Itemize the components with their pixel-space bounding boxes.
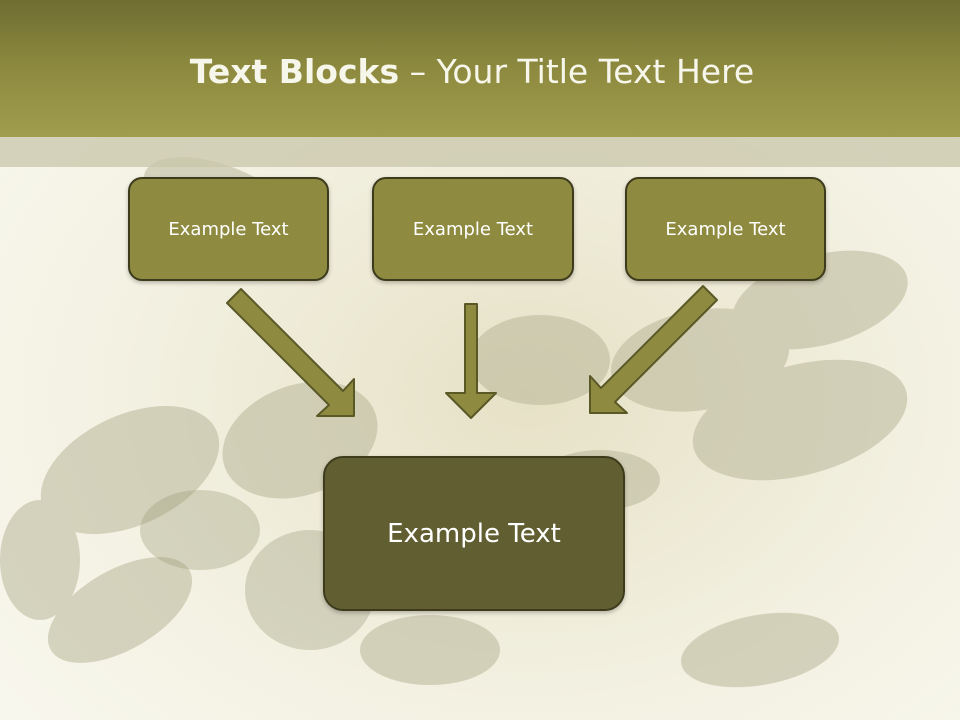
title-rest: Your Title Text Here <box>436 52 755 91</box>
text-block-2-label: Example Text <box>412 218 534 240</box>
slide-title: Text Blocks – Your Title Text Here <box>0 52 944 91</box>
main-text-block[interactable]: Example Text <box>323 456 625 611</box>
text-block-2[interactable]: Example Text <box>372 177 574 281</box>
arrow-right <box>589 285 718 414</box>
title-separator: – <box>399 52 437 91</box>
title-bar: Text Blocks – Your Title Text Here <box>0 0 960 137</box>
text-block-1-label: Example Text <box>168 218 289 240</box>
title-bold: Text Blocks <box>189 52 400 91</box>
text-block-3[interactable]: Example Text <box>625 177 826 281</box>
arrow-middle <box>445 303 497 419</box>
text-block-3-label: Example Text <box>665 218 786 240</box>
main-text-block-label: Example Text <box>387 518 561 549</box>
header-band <box>0 137 960 167</box>
arrow-left <box>226 288 355 417</box>
text-block-1[interactable]: Example Text <box>128 177 329 281</box>
